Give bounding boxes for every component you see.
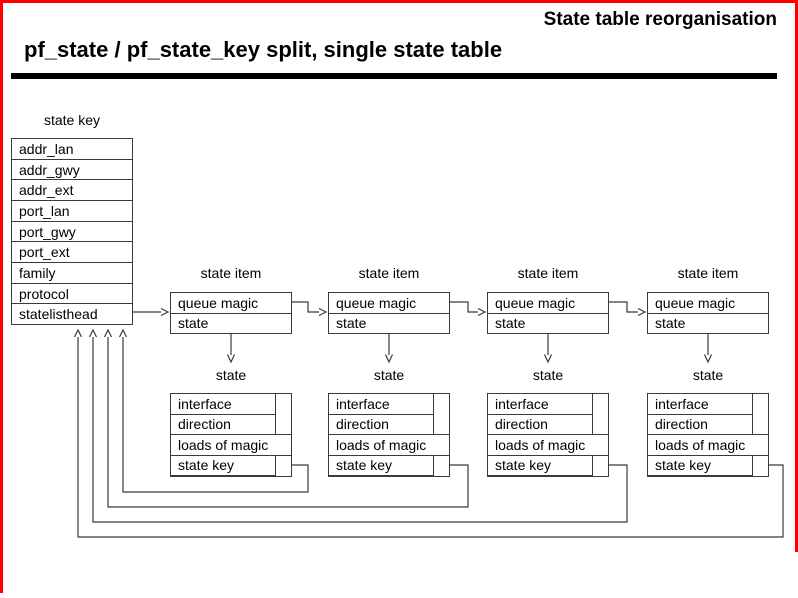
state-label: state bbox=[215, 367, 247, 383]
table-row: interface bbox=[487, 393, 593, 415]
slide-border-right bbox=[795, 0, 798, 552]
table-row: state bbox=[336, 315, 367, 332]
table-row: queue magic bbox=[171, 293, 291, 314]
state-item-table: queue magic state bbox=[328, 292, 450, 334]
slide-border-left bbox=[0, 0, 3, 593]
table-row: port_ext bbox=[12, 242, 132, 264]
table-row: protocol bbox=[12, 284, 132, 305]
state-table: interface direction loads of magic state… bbox=[487, 393, 609, 477]
slide-corner-label: State table reorganisation bbox=[543, 9, 777, 30]
state-table: interface direction loads of magic state… bbox=[170, 393, 292, 477]
table-row: queue magic bbox=[648, 293, 768, 314]
state-label: state bbox=[532, 367, 564, 383]
table-row: state key bbox=[328, 454, 434, 476]
table-row: queue magic bbox=[329, 293, 449, 314]
table-row: state bbox=[178, 315, 209, 332]
table-row: state bbox=[655, 315, 686, 332]
state-item-label: state item bbox=[358, 265, 420, 281]
table-row: state key bbox=[647, 454, 753, 476]
table-row: state key bbox=[487, 454, 593, 476]
page-title: pf_state / pf_state_key split, single st… bbox=[24, 37, 503, 62]
table-row: direction bbox=[170, 413, 276, 435]
state-item-label: state item bbox=[677, 265, 739, 281]
state-key-table: addr_lan addr_gwy addr_ext port_lan port… bbox=[11, 138, 133, 325]
state-item-table: queue magic state bbox=[170, 292, 292, 334]
table-row: state key bbox=[170, 454, 276, 476]
title-underline bbox=[11, 73, 777, 79]
state-item-label: state item bbox=[517, 265, 579, 281]
table-row: direction bbox=[328, 413, 434, 435]
table-row: family bbox=[12, 263, 132, 284]
table-row: port_lan bbox=[12, 201, 132, 222]
state-key-label: state key bbox=[43, 112, 101, 128]
table-row: statelisthead bbox=[19, 306, 98, 323]
table-row: addr_gwy bbox=[12, 160, 132, 181]
state-label: state bbox=[692, 367, 724, 383]
statelisthead-to-item-arrow bbox=[133, 307, 170, 317]
table-row: interface bbox=[170, 393, 276, 415]
table-row: direction bbox=[487, 413, 593, 435]
table-row: state bbox=[495, 315, 526, 332]
state-item-table: queue magic state bbox=[647, 292, 769, 334]
table-row: port_gwy bbox=[12, 222, 132, 243]
table-row: addr_ext bbox=[12, 180, 132, 202]
state-table: interface direction loads of magic state… bbox=[647, 393, 769, 477]
table-row: loads of magic bbox=[170, 434, 292, 456]
table-row: loads of magic bbox=[328, 434, 450, 456]
table-row: loads of magic bbox=[647, 434, 769, 456]
slide-border-top bbox=[0, 0, 798, 3]
state-item-label: state item bbox=[200, 265, 262, 281]
table-row: queue magic bbox=[488, 293, 608, 314]
state-item-table: queue magic state bbox=[487, 292, 609, 334]
state-table: interface direction loads of magic state… bbox=[328, 393, 450, 477]
item-to-state-arrows bbox=[226, 333, 713, 364]
table-row: interface bbox=[328, 393, 434, 415]
table-row: addr_lan bbox=[12, 139, 132, 160]
table-row: direction bbox=[647, 413, 753, 435]
table-row: interface bbox=[647, 393, 753, 415]
table-row: loads of magic bbox=[487, 434, 609, 456]
state-label: state bbox=[373, 367, 405, 383]
